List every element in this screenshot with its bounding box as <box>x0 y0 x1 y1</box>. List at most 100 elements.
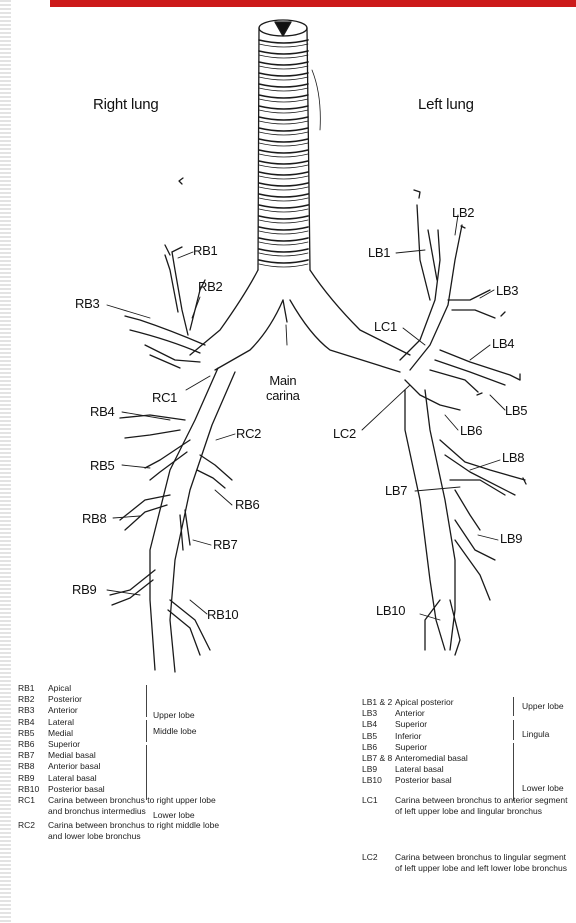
trachea-ring <box>259 231 308 234</box>
legend-code: RB4 <box>18 717 48 728</box>
legend-code: LB6 <box>362 742 395 753</box>
trachea-ring <box>259 187 308 190</box>
trachea-ring <box>259 205 308 208</box>
trachea-ring <box>259 172 308 175</box>
legend-code: RC2 <box>18 820 35 831</box>
trachea-ring <box>259 209 308 212</box>
trachea-ring <box>259 95 308 98</box>
legend-code: RB10 <box>18 784 48 795</box>
legend-name: Apical <box>48 683 71 693</box>
trachea-ring <box>259 73 308 76</box>
legend-name: Anteromedial basal <box>395 753 468 763</box>
label-rb1: RB1 <box>193 244 217 258</box>
legend-code: RB7 <box>18 750 48 761</box>
legend-code: LB10 <box>362 775 395 786</box>
legend-code: RB9 <box>18 773 48 784</box>
label-lb8: LB8 <box>502 451 524 465</box>
legend-name: Anterior <box>395 708 425 718</box>
trachea-ring <box>259 150 308 153</box>
label-rb4: RB4 <box>90 405 114 419</box>
legend-row: RB4Lateral <box>18 717 105 728</box>
label-rb5: RB5 <box>90 459 114 473</box>
legend-row: LB3Anterior <box>362 708 468 719</box>
trachea-ring <box>259 128 308 131</box>
legend-divider <box>513 697 514 716</box>
legend-code: LB9 <box>362 764 395 775</box>
trachea-ring <box>259 139 308 142</box>
legend-code: RC1 <box>18 795 35 806</box>
trachea-ring <box>259 253 308 256</box>
trachea-ring <box>259 132 308 135</box>
legend-group-upper: Upper lobe <box>153 710 195 720</box>
legend-code: LB5 <box>362 731 395 742</box>
legend-divider <box>146 745 147 800</box>
trachea-ring <box>259 88 308 91</box>
legend-row: RB3Anterior <box>18 705 105 716</box>
label-lb4: LB4 <box>492 337 514 351</box>
trachea-ring <box>259 260 308 263</box>
legend-group-lower: Lower lobe <box>522 783 564 793</box>
legend-divider <box>513 720 514 740</box>
legend-name: Lateral basal <box>48 773 97 783</box>
label-rb7: RB7 <box>213 538 237 552</box>
legend-divider <box>146 720 147 742</box>
trachea-ring <box>259 154 308 157</box>
label-lb1: LB1 <box>368 246 390 260</box>
label-rb2: RB2 <box>198 280 222 294</box>
legend-group-lingula: Lingula <box>522 729 549 739</box>
trachea-ring <box>259 220 308 223</box>
label-rc1: RC1 <box>152 391 177 405</box>
trachea-ring <box>259 62 308 65</box>
legend-row: RB6Superior <box>18 739 105 750</box>
legend-code: LC1 <box>362 795 378 806</box>
label-lb10: LB10 <box>376 604 405 618</box>
legend-group-middle: Middle lobe <box>153 726 196 736</box>
legend-code: RB1 <box>18 683 48 694</box>
legend-name: Inferior <box>395 731 421 741</box>
trachea-ring <box>259 176 308 179</box>
trachea-ring <box>259 249 308 252</box>
label-rc2: RC2 <box>236 427 261 441</box>
trachea-ring <box>259 183 308 186</box>
label-rb9: RB9 <box>72 583 96 597</box>
legend-name: Superior <box>395 742 427 752</box>
trachea-ring <box>259 216 308 219</box>
trachea-ring <box>259 264 308 267</box>
legend-code: RB3 <box>18 705 48 716</box>
label-rb10: RB10 <box>207 608 238 622</box>
trachea-ring <box>259 198 308 201</box>
legend-code: LB7 & 8 <box>362 753 395 764</box>
legend-row: LB6Superior <box>362 742 468 753</box>
trachea-ring <box>259 51 308 54</box>
label-rb6: RB6 <box>235 498 259 512</box>
legend-row: LB10Posterior basal <box>362 775 468 786</box>
label-lb2: LB2 <box>452 206 474 220</box>
trachea-ring <box>259 238 308 241</box>
trachea-ring <box>259 110 308 113</box>
trachea-ring <box>259 161 308 164</box>
trachea-ring <box>259 77 308 80</box>
trachea-ring <box>259 55 308 58</box>
trachea-ring <box>259 165 308 168</box>
trachea-ring <box>259 143 308 146</box>
legend-name: Lateral basal <box>395 764 444 774</box>
trachea-ring <box>259 66 308 69</box>
legend-name: Anterior basal <box>48 761 100 771</box>
legend-name: Medial basal <box>48 750 96 760</box>
label-main-carina: Main carina <box>266 373 300 403</box>
legend-code: RB5 <box>18 728 48 739</box>
legend-name: Lateral <box>48 717 74 727</box>
legend-name: Apical posterior <box>395 697 454 707</box>
legend-description: Carina between bronchus to lingular segm… <box>395 852 575 874</box>
legend-name: Posterior basal <box>48 784 105 794</box>
